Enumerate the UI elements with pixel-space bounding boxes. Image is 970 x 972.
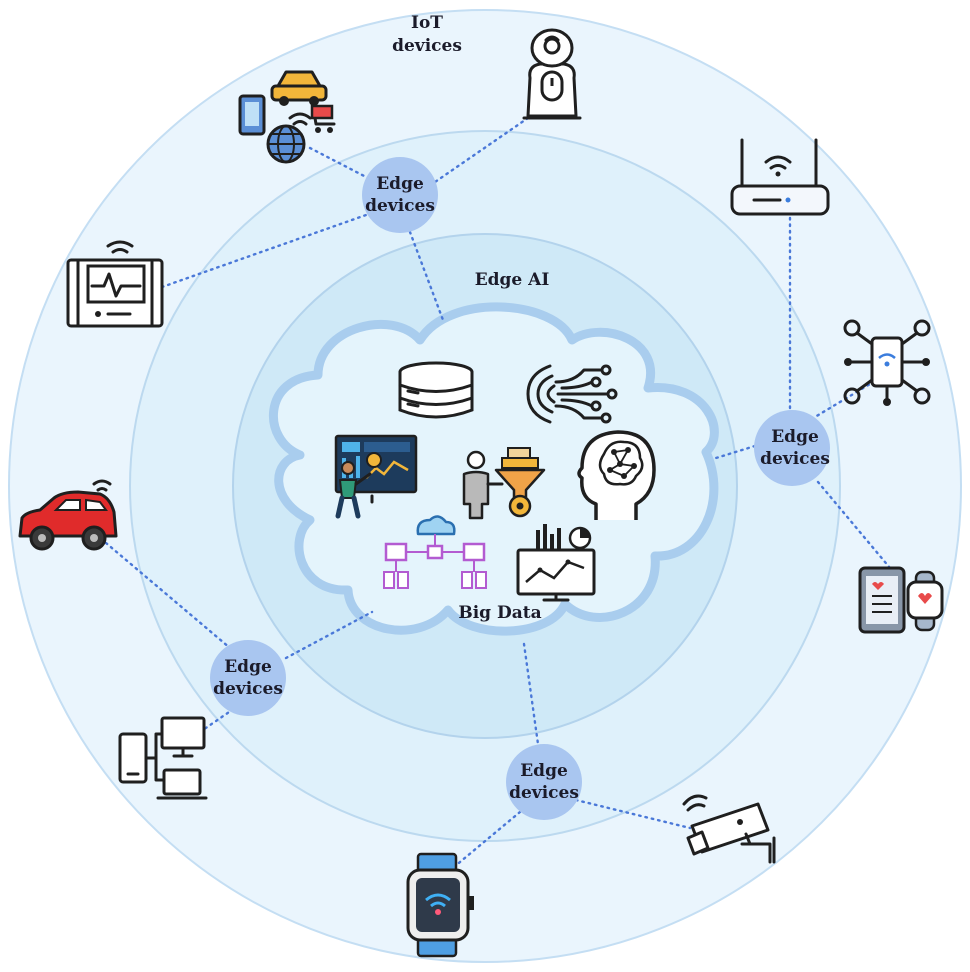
- connector-line: [408, 230, 445, 322]
- edge-node-label: devices: [509, 783, 579, 803]
- edge-node-label: Edge: [224, 657, 272, 677]
- connector-line: [714, 444, 757, 460]
- edge-node-label: Edge: [376, 174, 424, 194]
- edge-ai-label: Edge AI: [475, 270, 550, 290]
- connector-line: [433, 116, 530, 184]
- connector-line: [446, 810, 522, 874]
- connector-line: [574, 798, 692, 830]
- edge-node: Edge devices: [362, 157, 438, 233]
- robot-icon: [522, 28, 582, 120]
- edge-node-label: Edge: [520, 761, 568, 781]
- connector-line: [522, 642, 540, 746]
- health-watch-icon: [858, 566, 944, 634]
- cloud-circuit-icon: [383, 515, 487, 589]
- smartphone-network-icon: [843, 319, 931, 406]
- edge-node-label: Edge: [771, 427, 819, 447]
- database-icon: [398, 361, 474, 419]
- connectors: [104, 116, 892, 874]
- smartwatch-icon: [406, 852, 474, 958]
- router-icon: [730, 138, 830, 216]
- connector-line: [308, 146, 370, 180]
- big-data-cloud: [268, 302, 719, 636]
- analytics-dashboard-icon: [334, 434, 418, 519]
- edge-node-label: devices: [213, 679, 283, 699]
- data-processing-icon: [462, 447, 546, 520]
- connector-line: [816, 480, 892, 570]
- edge-node: Edge devices: [506, 744, 582, 820]
- connector-line: [104, 541, 232, 650]
- ai-network-icon: [526, 364, 618, 424]
- car-icon: [18, 479, 118, 551]
- computer-devices-icon: [118, 716, 208, 800]
- chart-monitor-icon: [516, 524, 596, 602]
- edge-node: Edge devices: [754, 410, 830, 486]
- iot-ring-label: devices: [392, 36, 462, 56]
- smart-shopping-icon: [238, 70, 336, 164]
- security-camera-icon: [682, 794, 776, 864]
- big-data-label: Big Data: [458, 603, 541, 623]
- edge-node: Edge devices: [210, 640, 286, 716]
- edge-node-label: devices: [365, 196, 435, 216]
- iot-ring-label: IoT: [411, 13, 443, 33]
- brain-head-icon: [577, 430, 656, 520]
- medical-monitor-icon: [66, 240, 164, 328]
- edge-node-label: devices: [760, 449, 830, 469]
